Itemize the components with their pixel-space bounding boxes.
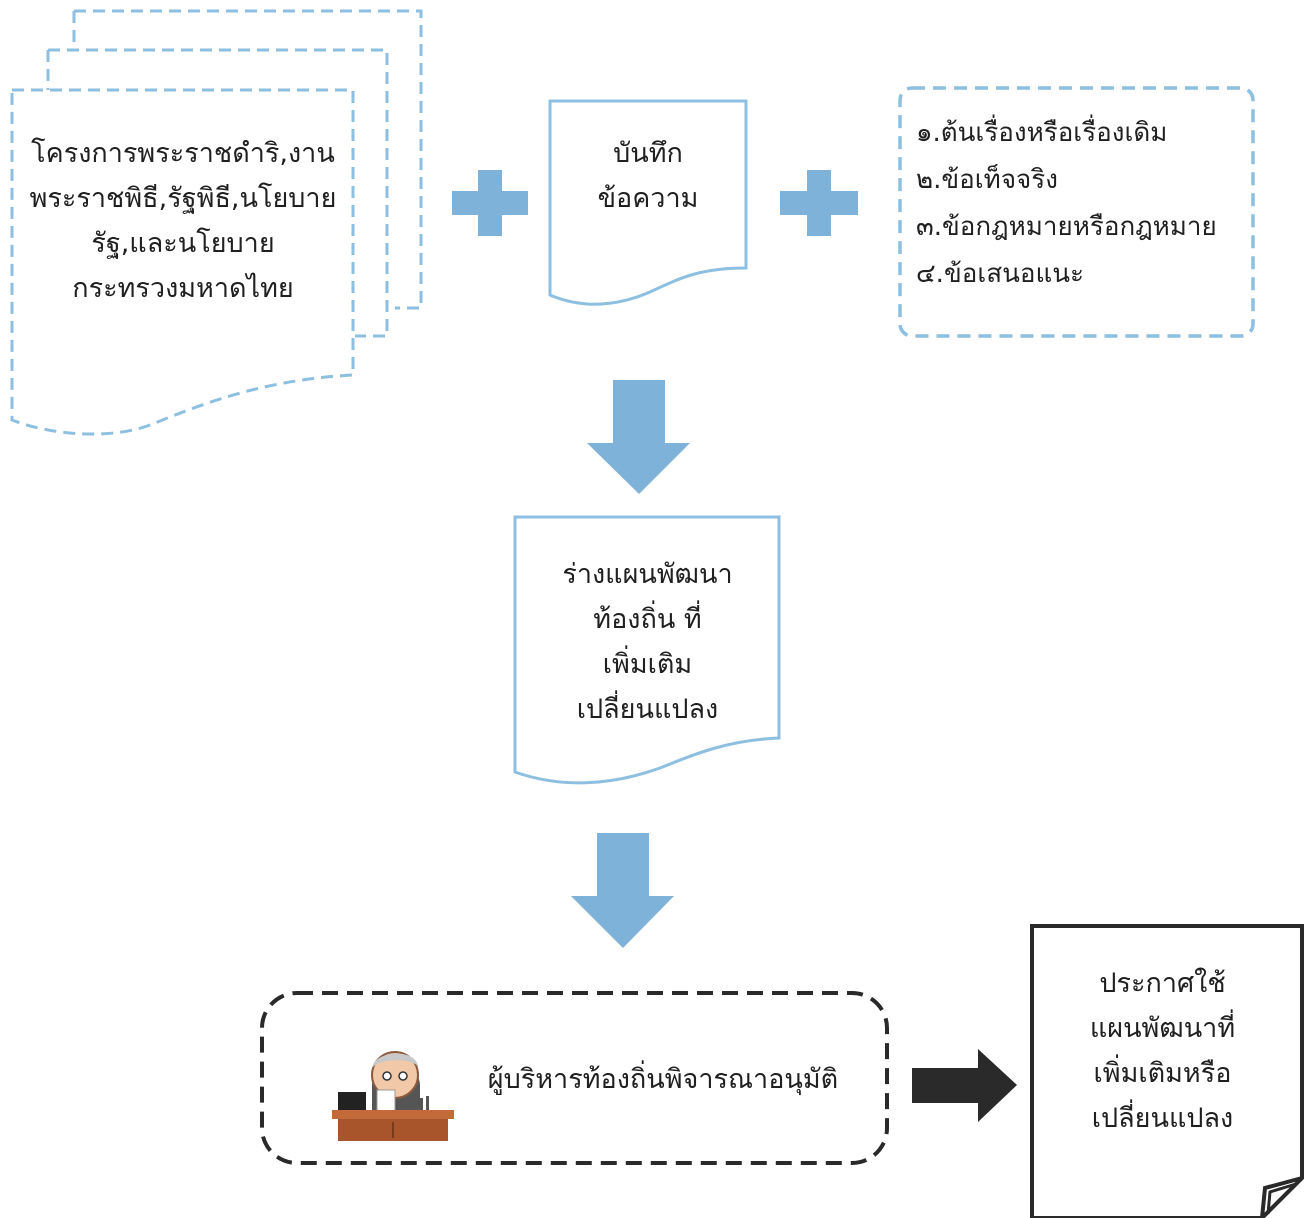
memo-document-shape bbox=[548, 99, 748, 306]
memo-line: ข้อความ bbox=[597, 183, 699, 214]
source-doc-line: โครงการพระราชดำริ,งาน bbox=[31, 138, 335, 169]
announcement-line: ประกาศใช้ bbox=[1099, 968, 1226, 999]
memo-text: บันทึก ข้อความ bbox=[555, 131, 741, 221]
list-item: ๑.ต้นเรื่องหรือเรื่องเดิม bbox=[916, 118, 1168, 148]
announcement-document-shape bbox=[1030, 924, 1304, 1218]
announcement-line: เพิ่มเติมหรือ bbox=[1093, 1058, 1232, 1089]
announcement-text: ประกาศใช้ แผนพัฒนาที่ เพิ่มเติมหรือ เปลี… bbox=[1040, 961, 1285, 1141]
source-doc-line: รัฐ,และนโยบาย bbox=[91, 228, 275, 259]
announcement-line: เปลี่ยนแปลง bbox=[1091, 1103, 1234, 1134]
source-doc-line: พระราชพิธี,รัฐพิธี,นโยบาย bbox=[29, 183, 337, 214]
plus-icon bbox=[452, 170, 528, 236]
source-doc-front-page bbox=[10, 88, 355, 436]
elements-list: ๑.ต้นเรื่องหรือเรื่องเดิม ๒.ข้อเท็จจริง … bbox=[916, 110, 1246, 298]
draft-plan-line: เพิ่มเติม bbox=[602, 649, 693, 680]
announcement-line: แผนพัฒนาที่ bbox=[1089, 1013, 1236, 1044]
source-document-stack bbox=[10, 9, 423, 436]
executive-approval-label: ผู้บริหารท้องถิ่นพิจารณาอนุมัติ bbox=[487, 1064, 839, 1095]
plus-icon bbox=[780, 170, 858, 236]
list-item: ๒.ข้อเท็จจริง bbox=[916, 165, 1058, 195]
draft-plan-line: ท้องถิ่น ที่ bbox=[593, 604, 702, 635]
draft-plan-line: เปลี่ยนแปลง bbox=[576, 694, 719, 725]
elements-list-box bbox=[898, 86, 1255, 338]
source-doc-line: กระทรวงมหาดไทย bbox=[72, 273, 294, 304]
draft-plan-document-shape bbox=[513, 515, 781, 785]
list-item: ๔.ข้อเสนอแนะ bbox=[916, 259, 1084, 289]
right-arrow-icon bbox=[912, 1049, 1017, 1122]
draft-plan-line: ร่างแผนพัฒนา bbox=[562, 559, 733, 590]
down-arrow-icon bbox=[571, 833, 674, 948]
page-curl-icon bbox=[1260, 1176, 1303, 1218]
down-arrow-icon bbox=[587, 380, 690, 494]
draft-plan-text: ร่างแผนพัฒนา ท้องถิ่น ที่ เพิ่มเติม เปลี… bbox=[520, 552, 775, 732]
memo-line: บันทึก bbox=[613, 138, 683, 169]
list-item: ๓.ข้อกฎหมายหรือกฎหมาย bbox=[916, 212, 1217, 242]
executive-at-desk-icon bbox=[332, 1051, 454, 1141]
source-document-text: โครงการพระราชดำริ,งาน พระราชพิธี,รัฐพิธี… bbox=[28, 131, 338, 311]
